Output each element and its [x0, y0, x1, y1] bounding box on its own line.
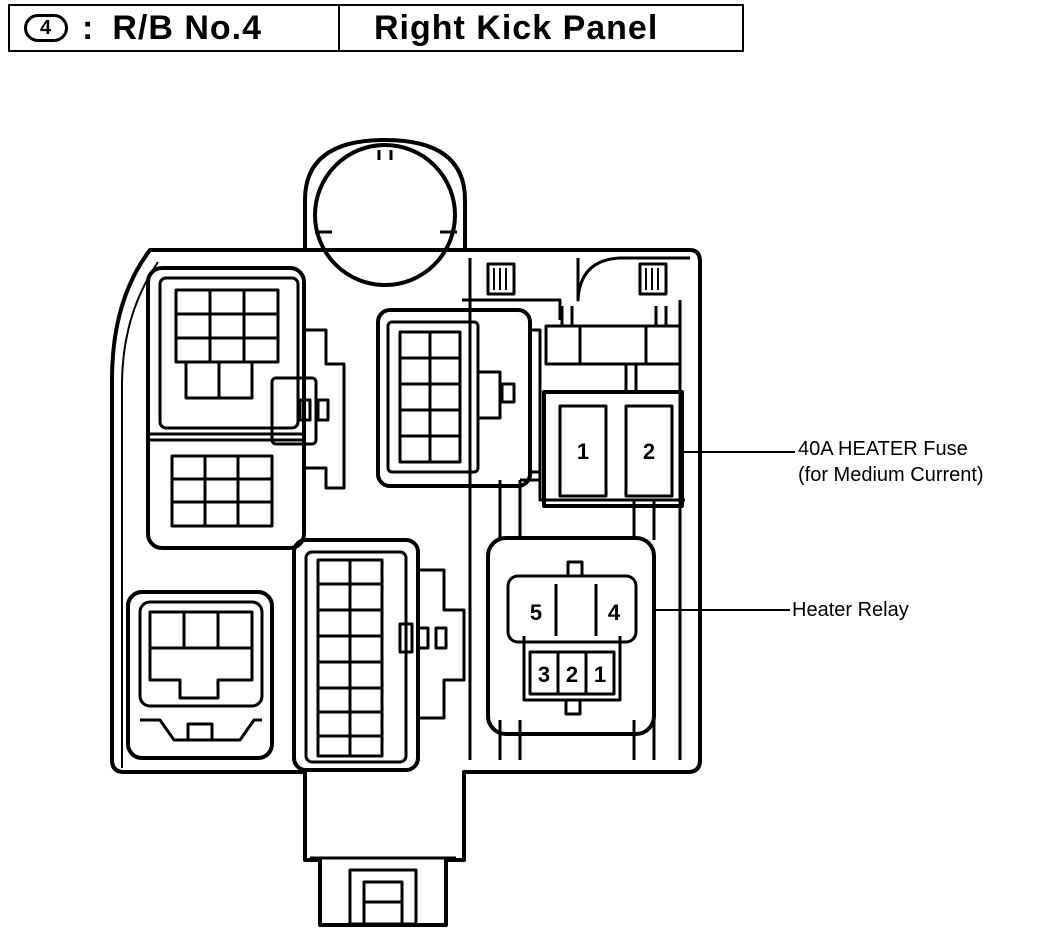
fuse-position-2: 2 [643, 439, 655, 464]
relay-terminal-2: 2 [566, 662, 578, 687]
relay-block-name: R/B No.4 [112, 8, 263, 47]
fuse-slot-2 [624, 404, 674, 498]
title-separator: : [82, 8, 95, 47]
connector-upper-middle [376, 308, 532, 488]
fuse-callout: 40A HEATER Fuse (for Medium Current) [798, 436, 984, 488]
mounting-ring [303, 138, 467, 250]
top-clip-left [486, 262, 516, 296]
relay-terminal-1: 1 [594, 662, 606, 687]
relay-block-housing [110, 248, 702, 927]
relay-callout: Heater Relay [792, 597, 909, 623]
connector-lower-middle [292, 538, 420, 772]
mounting-ring-inner [313, 143, 457, 287]
small-relay-socket [544, 324, 682, 366]
fuse-holder [542, 390, 684, 508]
relay-terminal-4: 4 [608, 600, 621, 625]
title-location: Right Kick Panel [340, 6, 742, 50]
fuse-position-1: 1 [577, 439, 589, 464]
location-number-badge: 4 [24, 14, 68, 42]
fuse-label: 40A HEATER Fuse [798, 438, 968, 460]
bottom-connector [348, 868, 418, 926]
relay-terminal-5: 5 [530, 600, 542, 625]
connector-lower-left [126, 590, 274, 760]
relay-block-location: Right Kick Panel [374, 8, 659, 47]
relay-label: Heater Relay [792, 599, 909, 621]
title-block-id: 4 : R/B No.4 [10, 6, 340, 50]
diagram-title-bar: 4 : R/B No.4 Right Kick Panel [8, 4, 744, 52]
top-clip-right [638, 262, 668, 296]
heater-relay-socket [486, 536, 656, 736]
fuse-sublabel: (for Medium Current) [798, 464, 984, 486]
relay-terminal-3: 3 [538, 662, 550, 687]
fuse-slot-1 [558, 404, 608, 498]
connector-upper-left [146, 266, 306, 550]
